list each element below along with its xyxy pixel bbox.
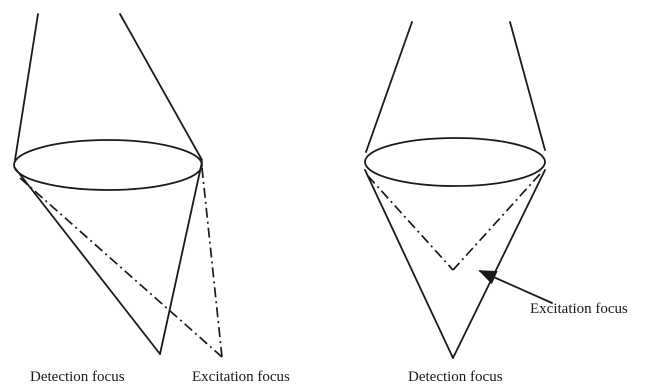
left-excitation-focus-label: Excitation focus: [192, 369, 290, 385]
left-excitation-cone-right: [201, 167, 223, 358]
left-detection-cone-right: [159, 161, 203, 355]
left-panel: [13, 13, 223, 358]
right-detection-focus-label: Detection focus: [408, 369, 503, 385]
right-beam-edge-left: [365, 21, 413, 153]
right-lens: [364, 137, 546, 187]
left-beam-edge-left: [14, 13, 39, 161]
left-detection-focus-label: Detection focus: [30, 369, 125, 385]
left-beam-edge-right: [119, 13, 203, 161]
right-detection-cone-left: [364, 169, 454, 359]
left-excitation-cone-left: [19, 177, 223, 358]
right-beam-edge-right: [509, 21, 546, 151]
right-excitation-cone-left: [367, 175, 454, 271]
right-panel: [364, 21, 553, 359]
right-excitation-focus-label: Excitation focus: [530, 301, 628, 317]
right-detection-cone-right: [452, 169, 546, 359]
left-lens: [13, 139, 203, 191]
left-detection-cone-left: [14, 167, 161, 355]
right-excitation-cone-right: [452, 173, 541, 271]
excitation-focus-arrow: [478, 270, 553, 304]
